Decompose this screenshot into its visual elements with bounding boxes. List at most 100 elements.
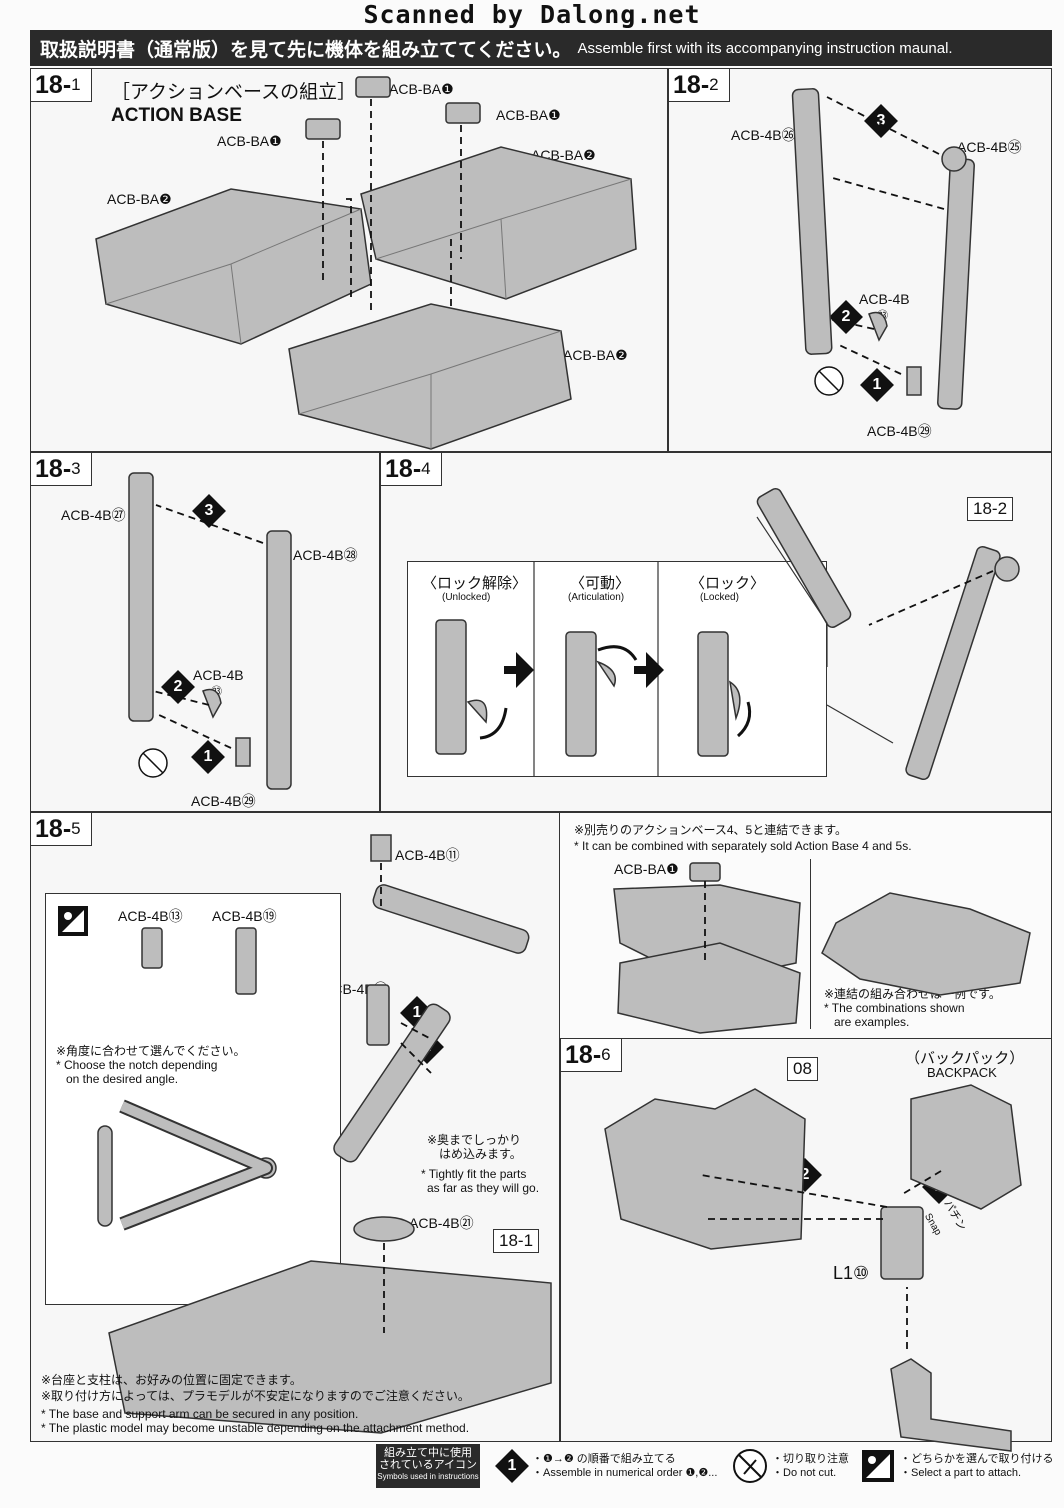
connector-part [445, 102, 481, 124]
select-legend-en: ・Select a part to attach. [900, 1467, 1022, 1479]
select-legend-jp: ・どちらかを選んで取り付ける [900, 1453, 1054, 1465]
reference-step-label: 08 [787, 1057, 818, 1081]
lock-part [868, 311, 888, 342]
locked-label-en: (Locked) [700, 592, 739, 603]
order-icon-number: 1 [507, 1457, 517, 1474]
peg-part [906, 366, 922, 396]
peg-part-11 [370, 834, 392, 862]
part-label: ACB-4B⑲ [212, 908, 277, 924]
part-label: ACB-BA❶ [496, 107, 561, 123]
cut-legend-jp: ・切り取り注意 [772, 1453, 849, 1465]
articulation-label-jp: 〈可動〉 [570, 575, 631, 592]
stand-connector-l1 [880, 1206, 924, 1280]
part-label: ACB-4B㉗ [61, 507, 126, 523]
header-title-en: Assemble first with its accompanying ins… [577, 39, 953, 57]
action-base-assembly-illustration [95, 76, 637, 450]
step-18-6-panel: 18-6 08 （バックパック） BACKPACK パチン Snap L1⑩ 2… [560, 1038, 1052, 1452]
notch-part-17 [366, 984, 390, 1046]
arm-part-27 [128, 472, 154, 722]
step-18-2-panel: 18-2 ACB-4B㉖ ACB-4B㉕ ACB-4B ㉓ ACB-4B㉙ 3 … [668, 68, 1052, 452]
symbols-legend: 組み立て中に使用 されているアイコン Symbols used in instr… [376, 1444, 1054, 1488]
support-arm-tip [890, 1358, 1012, 1452]
lock-mechanism-callout: 〈ロック解除〉 (Unlocked) 〈可動〉 (Articulation) 〈… [407, 561, 827, 777]
stand-socket-21 [353, 1216, 415, 1242]
notch-part-19 [235, 927, 257, 995]
lock-part [202, 688, 222, 719]
connector-part [689, 862, 721, 882]
step-number: 18-4 [380, 452, 442, 486]
arm-joint [941, 146, 967, 172]
backpack-part [910, 1084, 1022, 1210]
part-label: ACB-BA❶ [614, 861, 679, 877]
order-legend-jp: ・❶→❷ の順番で組み立てる [532, 1453, 676, 1465]
step-18-1-panel: 18-1 ［アクションベースの組立］ ACTION BASE ACB-BA❶ A… [30, 68, 668, 452]
locked-label-jp: 〈ロック〉 [690, 575, 766, 592]
part-label: ACB-4B㉙ [867, 423, 932, 439]
order-number: 1 [412, 1004, 422, 1021]
connector-part [355, 76, 391, 98]
part-label: ACB-4B⑪ [395, 847, 460, 863]
order-legend-en: ・Assemble in numerical order ❶,❷... [532, 1467, 718, 1479]
arm-joint-illustration [756, 487, 1020, 781]
legend-title-jp: されているアイコン [378, 1459, 478, 1471]
example-note-en: are examples. [834, 1015, 910, 1029]
order-number: 3 [876, 112, 886, 129]
fit-note-jp: はめ込みます。 [439, 1147, 522, 1161]
order-number: 2 [173, 678, 183, 695]
step-number: 18-5 [30, 812, 92, 846]
footer-note-en: * The plastic model may become unstable … [41, 1421, 470, 1435]
select-part-icon [58, 906, 88, 936]
base-plate-right [360, 146, 637, 300]
header-title-jp: 取扱説明書（通常版）を見て先に機体を組み立ててください。 [40, 39, 572, 61]
step-title-en: ACTION BASE [111, 105, 242, 126]
combination-note-area: ※別売りのアクションベース4、5と連結できます。 * It can be com… [560, 812, 1052, 1038]
arm-upper [372, 884, 530, 954]
reference-step-label: 18-2 [967, 497, 1014, 521]
display-base-plate [108, 1260, 552, 1434]
order-number: 2 [800, 1166, 810, 1183]
backpack-label-jp: （バックパック） [905, 1050, 1025, 1067]
base-plate-bottom [288, 303, 572, 450]
fit-note-en: * Tightly fit the parts [421, 1167, 527, 1181]
backpack-label-en: BACKPACK [927, 1065, 997, 1080]
part-label-l1: L1⑩ [833, 1263, 870, 1283]
part-label: ACB-4B㉕ [957, 139, 1022, 155]
part-label: ACB-4B㉖ [731, 127, 796, 143]
combination-illustration [613, 862, 1031, 1034]
angle-note-jp: ※角度に合わせて選んでください。 [56, 1044, 246, 1058]
order-number: 3 [204, 502, 214, 519]
example-note-en: * The combinations shown [824, 1001, 965, 1015]
step-title-jp: ［アクションベースの組立］ [111, 82, 357, 103]
upper-arm [756, 487, 852, 629]
step-number: 18-6 [560, 1038, 622, 1072]
legend-title-box: 組み立て中に使用 されているアイコン Symbols used in instr… [376, 1444, 480, 1488]
arrow-right-icon [504, 652, 534, 688]
reference-step-label: 18-1 [493, 1229, 540, 1253]
unlocked-label-jp: 〈ロック解除〉 [422, 575, 528, 592]
part-label: ACB-4B [193, 667, 244, 683]
step-18-3-panel: 18-3 ACB-4B㉗ ACB-4B㉘ ACB-4B ㉓ ACB-4B㉙ 3 … [30, 452, 380, 812]
part-label: ACB-4B㉑ [409, 1215, 474, 1231]
part-label: ACB-BA❷ [107, 191, 172, 207]
arm-part-26 [791, 88, 833, 355]
footer-note-jp: ※取り付け方によっては、プラモデルが不安定になりますのでご注意ください。 [41, 1389, 470, 1403]
do-not-cut-icon [733, 1449, 767, 1483]
header-bar: 取扱説明書（通常版）を見て先に機体を組み立ててください。 Assemble fi… [30, 30, 1052, 66]
select-part-icon [862, 1450, 894, 1482]
part-label: ACB-BA❷ [563, 347, 628, 363]
lock-states-illustration [435, 562, 752, 776]
cut-legend-en: ・Do not cut. [772, 1467, 837, 1479]
connector-part [305, 118, 341, 140]
scanner-watermark: Scanned by Dalong.net [363, 0, 701, 29]
divider [810, 859, 811, 1029]
order-number: 2 [841, 308, 851, 325]
angle-note-en: on the desired angle. [66, 1072, 179, 1086]
part-label: ACB-4B⑬ [118, 908, 183, 924]
base-plate-left [95, 188, 372, 345]
part-label: ACB-4B㉙ [191, 793, 256, 809]
support-arm-illustration [128, 472, 292, 790]
footer-note-en: * The base and support arm can be secure… [41, 1407, 359, 1421]
angle-note-en: * Choose the notch depending [56, 1058, 218, 1072]
arm-lower [333, 1003, 451, 1163]
part-label: ACB-4B [859, 291, 910, 307]
